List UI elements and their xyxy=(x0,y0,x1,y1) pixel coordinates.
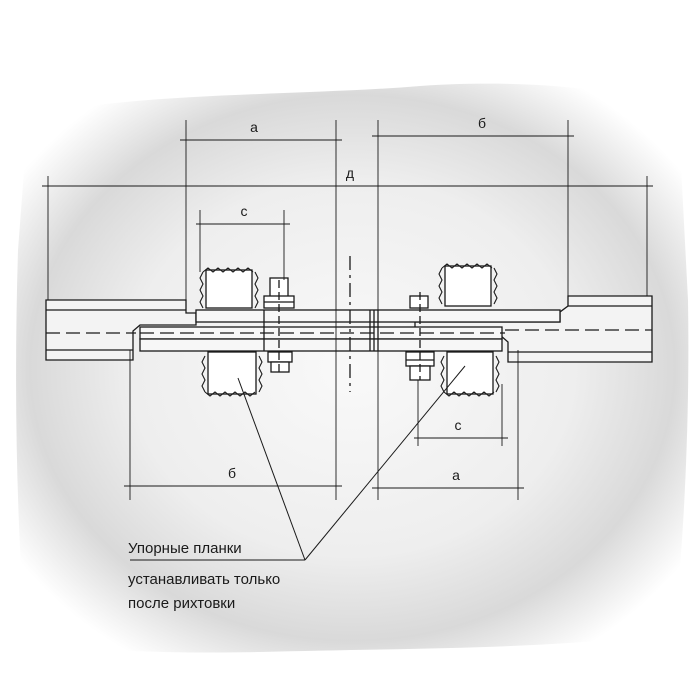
stop-plate-bottom-right xyxy=(440,351,500,397)
dim-label-b-top: б xyxy=(478,115,486,131)
stop-plate-top-left xyxy=(199,267,259,309)
extension-lines xyxy=(47,120,648,500)
bolt-right xyxy=(405,292,435,381)
dim-label-a-top: а xyxy=(250,119,258,135)
dimension-lines xyxy=(42,135,653,489)
dim-label-c-bottom: с xyxy=(455,417,462,433)
bolt-left xyxy=(263,277,295,373)
dim-label-c-top: с xyxy=(241,203,248,219)
callout-instruction-line2: после рихтовки xyxy=(128,595,235,612)
callout-instruction-line1: устанавливать только xyxy=(128,571,280,588)
dim-label-a-bottom: а xyxy=(452,467,460,483)
dim-label-b-bottom: б xyxy=(228,465,236,481)
callout-stop-plates: Упорные планки xyxy=(128,540,242,557)
stop-plate-top-right xyxy=(438,263,498,307)
stop-plate-bottom-left xyxy=(201,351,263,397)
dim-label-d-overall: д xyxy=(346,165,354,181)
paper-background xyxy=(16,83,689,653)
callout-leaders xyxy=(130,365,466,561)
left-rail xyxy=(45,299,197,361)
